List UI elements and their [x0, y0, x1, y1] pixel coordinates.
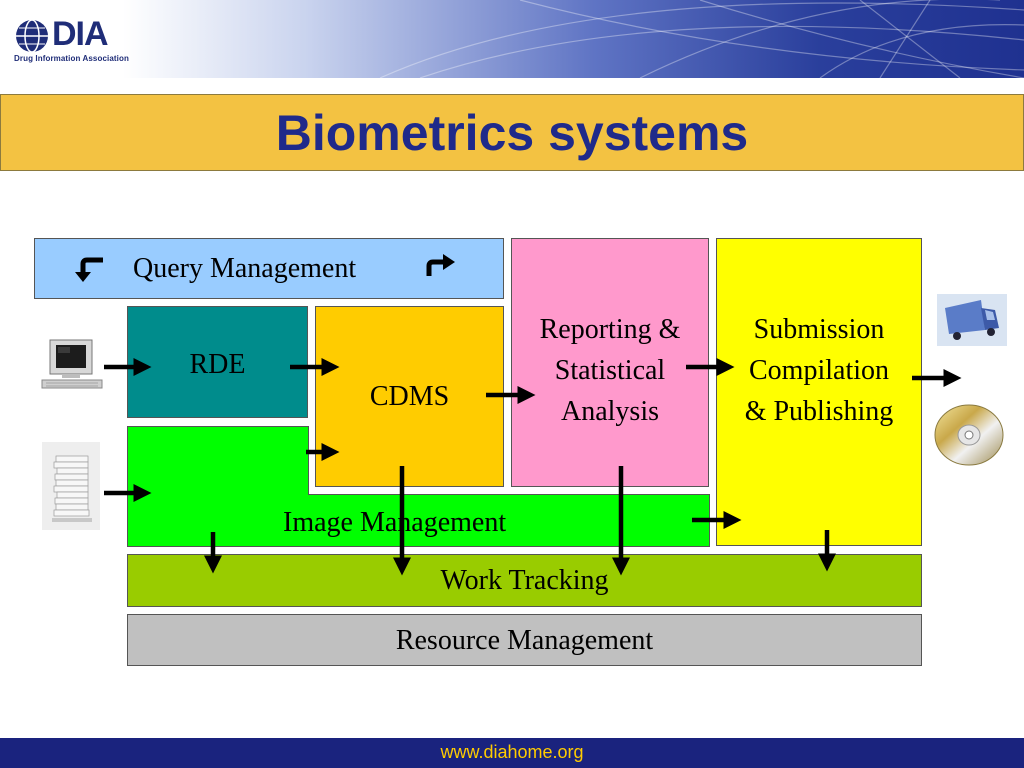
footer-url-link[interactable]: www.diahome.org [440, 742, 584, 762]
query-management-label: Query Management [133, 253, 357, 284]
logo-subtitle: Drug Information Association [14, 54, 129, 63]
dia-logo[interactable]: DIA Drug Information Association [14, 14, 164, 66]
reporting-line-2: Statistical [554, 355, 666, 386]
image-management-label: Image Management [283, 507, 507, 538]
truck-icon [937, 294, 1007, 346]
submission-box: Submission Compilation & Publishing [716, 238, 922, 546]
resource-management-box: Resource Management [127, 614, 922, 666]
rde-box: RDE [127, 306, 308, 418]
rde-label: RDE [189, 349, 246, 380]
submission-line-2: Compilation [749, 355, 889, 386]
reporting-line-3: Analysis [561, 396, 659, 427]
computer-icon [41, 339, 103, 389]
footer-band: www.diahome.org [0, 738, 1024, 768]
title-box: Biometrics systems [0, 94, 1024, 171]
cdms-box: CDMS [315, 306, 504, 487]
logo-text: DIA [52, 15, 109, 53]
resource-management-label: Resource Management [395, 625, 654, 656]
reporting-box: Reporting & Statistical Analysis [511, 238, 709, 487]
submission-label: Submission Compilation & Publishing [717, 309, 921, 432]
work-tracking-box: Work Tracking [127, 554, 922, 607]
curved-arrow-left-icon [75, 257, 103, 282]
submission-line-3: & Publishing [744, 396, 894, 427]
cdms-label: CDMS [369, 381, 450, 412]
header-decoration [379, 0, 1024, 78]
query-management-box: Query Management [34, 238, 504, 299]
globe-logo-icon [16, 19, 48, 53]
header-band: DIA Drug Information Association [0, 0, 1024, 78]
curved-arrow-right-icon [426, 254, 455, 276]
reporting-line-1: Reporting & [539, 314, 681, 345]
image-management-box [127, 426, 710, 547]
submission-line-1: Submission [753, 314, 885, 345]
page-title: Biometrics systems [275, 104, 749, 161]
work-tracking-label: Work Tracking [440, 565, 609, 596]
cd-icon [934, 404, 1004, 466]
reporting-label: Reporting & Statistical Analysis [512, 309, 708, 432]
paper-stack-icon [42, 442, 100, 530]
